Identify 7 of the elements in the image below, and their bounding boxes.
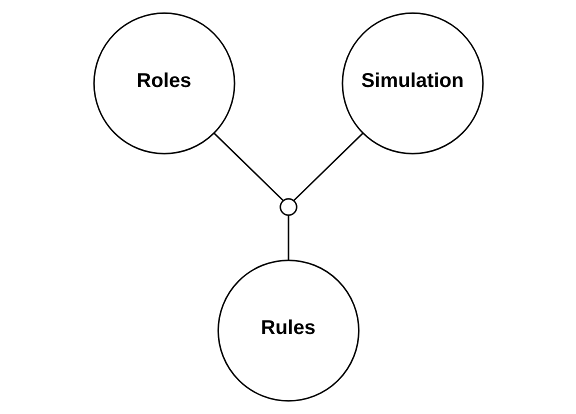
- node-circle: [279, 198, 297, 216]
- node-circle: Roles: [92, 12, 235, 154]
- node-circle: Rules: [216, 260, 360, 402]
- connector: [292, 132, 363, 202]
- node-circle: Simulation: [341, 12, 484, 154]
- connector: [213, 132, 284, 202]
- connector: [287, 215, 289, 260]
